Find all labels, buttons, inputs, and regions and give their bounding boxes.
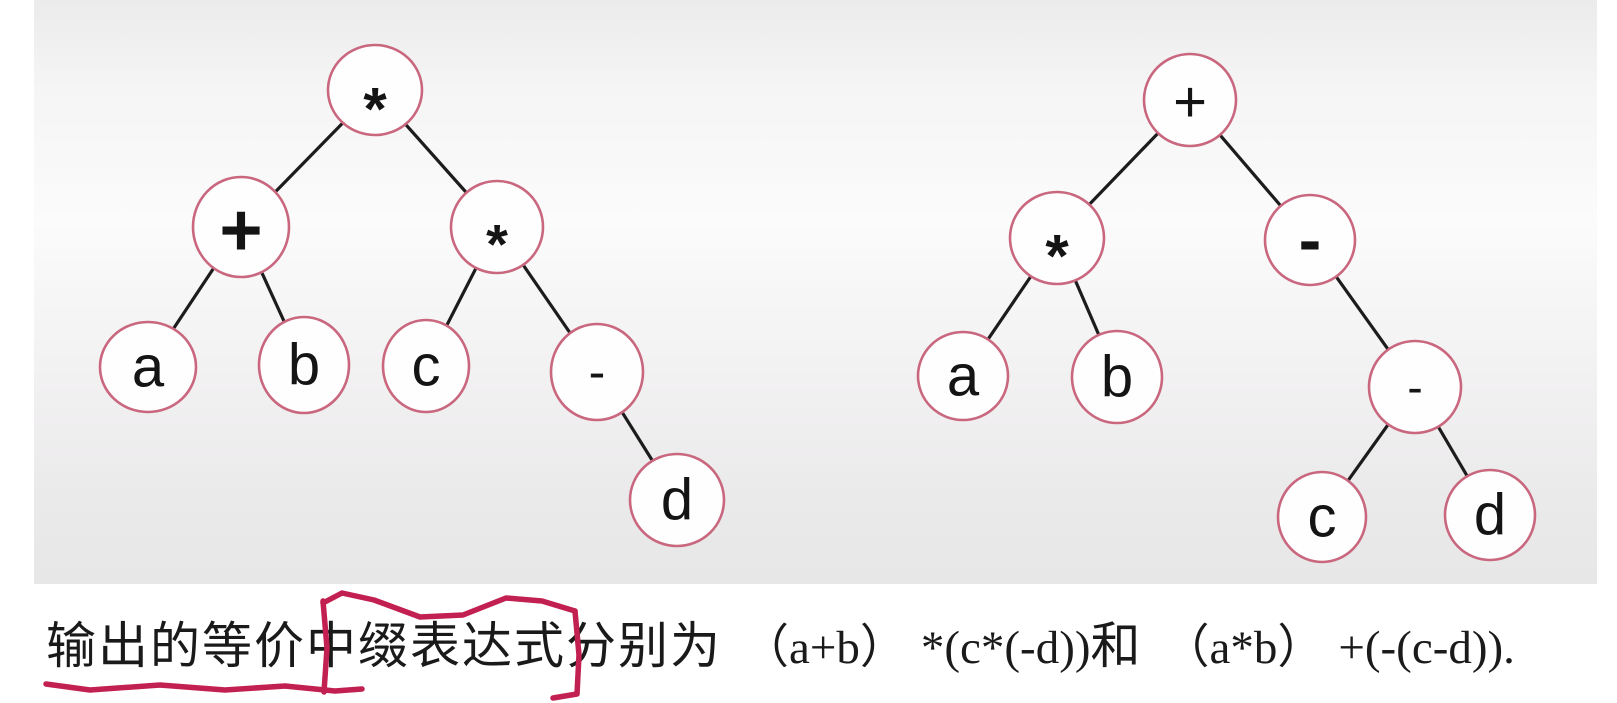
caption-part-5: +(-(c-d)).: [1338, 622, 1515, 674]
node-circle-n3: [449, 179, 545, 275]
caption-part-1: （a+b）: [742, 622, 907, 674]
node-label-n1: *: [363, 76, 387, 143]
caption: 输出的等价中缀表达式分别为 （a+b）*(c*(-d))和 （a*b）+(-(c-d…: [46, 606, 1606, 678]
node-label-m8: d: [1474, 483, 1506, 548]
node-circle-m7: [1276, 470, 1368, 564]
node-label-n3: *: [486, 213, 508, 276]
node-label-m4: a: [947, 344, 980, 409]
caption-part-4: （a*b）: [1162, 622, 1325, 674]
caption-part-3: 和: [1090, 618, 1143, 674]
node-circle-n5: [257, 315, 351, 415]
node-label-m7: c: [1308, 485, 1337, 550]
node-circle-m1: [1142, 52, 1238, 148]
node-circle-m8: [1443, 468, 1537, 562]
node-circle-n6: [381, 318, 471, 414]
box-top-wavy: [320, 590, 578, 620]
node-label-m2: *: [1045, 223, 1069, 290]
node-circle-m5: [1070, 329, 1164, 425]
node-circle-m2: [1008, 190, 1106, 286]
node-label-m5: b: [1101, 345, 1133, 410]
box-left-vertical: [320, 598, 330, 695]
node-label-n5: b: [288, 333, 320, 398]
node-circle-m4: [916, 330, 1010, 422]
node-label-n6: c: [412, 334, 441, 399]
handwritten-annotation: [43, 590, 582, 701]
node-circle-n2: [191, 175, 291, 279]
node-circle-n8: [628, 452, 726, 548]
node-label-n7: -: [589, 344, 606, 400]
box-right-vertical: [550, 608, 582, 701]
underline-stroke: [43, 681, 365, 694]
right-expression-tree: + * - a b - c d: [916, 52, 1537, 564]
node-label-m1: +: [1173, 70, 1207, 135]
node-circle-n4: [98, 320, 198, 414]
node-label-n4: a: [132, 335, 165, 400]
node-label-n2: +: [219, 189, 262, 272]
node-label-n8: d: [661, 468, 693, 533]
node-circle-m3: [1263, 193, 1357, 287]
node-circle-n7: [549, 322, 645, 422]
left-expression-tree: * + * a b c - d: [98, 43, 726, 548]
node-label-m3: -: [1299, 202, 1322, 278]
caption-part-0: 输出的等价中缀表达式分别为: [46, 618, 722, 674]
caption-part-2: *(c*(-d)): [920, 622, 1091, 674]
node-circle-m6: [1367, 339, 1463, 435]
node-circle-n1: [326, 43, 424, 137]
node-label-m6: -: [1407, 361, 1422, 413]
